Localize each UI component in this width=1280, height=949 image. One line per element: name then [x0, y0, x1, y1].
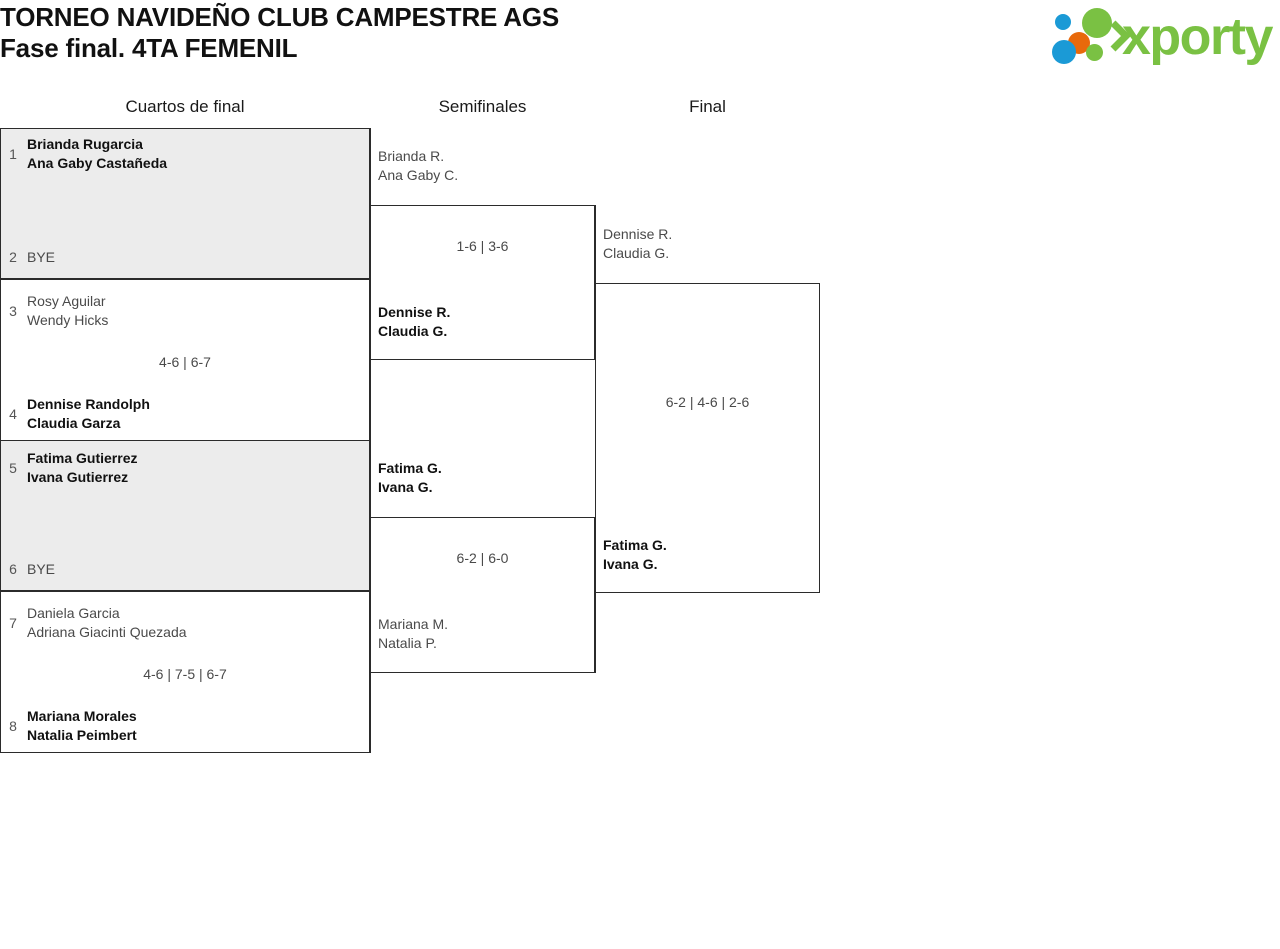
match-qf-4[interactable]: 7 Daniela Garcia Adriana Giacinti Quezad…	[0, 591, 370, 753]
player-name-2: Natalia Peimbert	[27, 727, 137, 743]
logo-dot-green-large	[1082, 8, 1112, 38]
match-qf-2[interactable]: 3 Rosy Aguilar Wendy Hicks 4-6 | 6-7 4 D…	[0, 279, 370, 441]
player-name-2: Ana Gaby Castañeda	[27, 155, 168, 171]
player-name-1: Fatima G.	[603, 537, 667, 553]
match-final-slot-top[interactable]: Dennise R. Claudia G.	[601, 226, 820, 262]
match-slot-bottom[interactable]: 6 BYE	[1, 560, 369, 578]
team-names: Dennise R. Claudia G.	[376, 303, 595, 341]
team-names: Fatima G. Ivana G.	[601, 536, 820, 574]
player-name-1: Rosy Aguilar	[27, 293, 106, 309]
seed-number: 2	[9, 249, 17, 265]
player-name-2: Ana Gaby C.	[378, 167, 459, 183]
match-score: 1-6 | 3-6	[456, 238, 509, 254]
page-title-line-2: Fase final. 4TA FEMENIL	[0, 33, 298, 63]
title-block: TORNEO NAVIDEÑO CLUB CAMPESTRE AGS Fase …	[0, 2, 900, 64]
match-sf-1-slot-top[interactable]: Brianda R. Ana Gaby C.	[376, 148, 595, 184]
player-name-1: Daniela Garcia	[27, 605, 120, 621]
match-slot-bottom[interactable]: 2 BYE	[1, 248, 369, 266]
player-name-1: Mariana M.	[378, 616, 449, 632]
player-name-2: Claudia G.	[603, 245, 670, 261]
team-names: Brianda R. Ana Gaby C.	[376, 147, 595, 185]
round-header-quarterfinals: Cuartos de final	[125, 97, 245, 116]
player-name-2: Claudia Garza	[27, 415, 121, 431]
player-name-1: Brianda Rugarcia	[27, 136, 143, 152]
team-names: BYE	[25, 248, 369, 267]
logo-dot-green-small	[1086, 44, 1103, 61]
match-final[interactable]: 6-2 | 4-6 | 2-6	[595, 283, 820, 593]
match-qf-3[interactable]: 5 Fatima Gutierrez Ivana Gutierrez 6 BYE	[0, 440, 370, 591]
seed-number: 8	[9, 718, 17, 734]
player-name-2: Ivana G.	[603, 556, 658, 572]
seed-number: 1	[9, 146, 17, 162]
match-slot-top[interactable]: 3 Rosy Aguilar Wendy Hicks	[1, 293, 369, 329]
logo-dot-blue-large	[1052, 40, 1076, 64]
player-name-2: Claudia G.	[378, 323, 448, 339]
match-slot-bottom[interactable]: 8 Mariana Morales Natalia Peimbert	[1, 708, 369, 744]
match-slot-top[interactable]: 7 Daniela Garcia Adriana Giacinti Quezad…	[1, 605, 369, 641]
player-name-1: Dennise Randolph	[27, 396, 150, 412]
match-slot-top[interactable]: 5 Fatima Gutierrez Ivana Gutierrez	[1, 450, 369, 486]
team-names: Rosy Aguilar Wendy Hicks	[25, 292, 369, 330]
player-name-2: Adriana Giacinti Quezada	[27, 624, 187, 640]
match-score: 6-2 | 6-0	[456, 550, 509, 566]
player-name-1: Dennise R.	[603, 226, 673, 242]
seed-number: 3	[9, 303, 17, 319]
page-title-line-1: TORNEO NAVIDEÑO CLUB CAMPESTRE AGS	[0, 2, 559, 32]
player-name-2: Wendy Hicks	[27, 312, 109, 328]
player-name-1: Dennise R.	[378, 304, 451, 320]
match-score: 4-6 | 6-7	[159, 354, 211, 370]
team-names: Brianda Rugarcia Ana Gaby Castañeda	[25, 135, 369, 173]
team-names: Mariana M. Natalia P.	[376, 615, 595, 653]
player-name-1: BYE	[27, 560, 56, 577]
round-header-semifinals: Semifinales	[438, 97, 527, 116]
match-slot-top[interactable]: 1 Brianda Rugarcia Ana Gaby Castañeda	[1, 136, 369, 172]
team-names: Dennise R. Claudia G.	[601, 225, 820, 263]
team-names: Fatima Gutierrez Ivana Gutierrez	[25, 449, 369, 487]
team-names: Fatima G. Ivana G.	[376, 459, 595, 497]
player-name-1: Mariana Morales	[27, 708, 137, 724]
page-header: TORNEO NAVIDEÑO CLUB CAMPESTRE AGS Fase …	[0, 0, 1280, 80]
match-final-slot-bottom[interactable]: Fatima G. Ivana G.	[601, 537, 820, 573]
seed-number: 7	[9, 615, 17, 631]
player-name-2: Ivana G.	[378, 479, 433, 495]
logo-wordmark: xporty	[1122, 8, 1273, 66]
match-qf-1[interactable]: 1 Brianda Rugarcia Ana Gaby Castañeda 2 …	[0, 128, 370, 279]
xporty-logo[interactable]: xporty	[1052, 6, 1276, 66]
team-names: BYE	[25, 560, 369, 579]
seed-number: 5	[9, 460, 17, 476]
connector-qf3-qf4-spine	[370, 440, 371, 753]
logo-dot-blue-small	[1055, 14, 1071, 30]
match-sf-2-slot-bottom[interactable]: Mariana M. Natalia P.	[376, 616, 595, 652]
round-header-final: Final	[689, 97, 726, 116]
chevron-right-icon	[1110, 20, 1131, 52]
seed-number: 6	[9, 561, 17, 577]
match-score: 4-6 | 7-5 | 6-7	[143, 666, 227, 682]
player-name-1: Brianda R.	[378, 148, 445, 164]
player-name-2: Natalia P.	[378, 635, 437, 651]
match-sf-2-slot-top[interactable]: Fatima G. Ivana G.	[376, 460, 595, 496]
match-sf-1-slot-bottom[interactable]: Dennise R. Claudia G.	[376, 304, 595, 340]
seed-number: 4	[9, 406, 17, 422]
match-slot-bottom[interactable]: 4 Dennise Randolph Claudia Garza	[1, 396, 369, 432]
connector-sf2-spine	[595, 517, 596, 673]
team-names: Daniela Garcia Adriana Giacinti Quezada	[25, 604, 369, 642]
connector-qf1-qf2-spine	[370, 128, 371, 441]
player-name-1: BYE	[27, 248, 56, 265]
connector-sf1-spine	[595, 205, 596, 360]
player-name-1: Fatima Gutierrez	[27, 450, 138, 466]
team-names: Dennise Randolph Claudia Garza	[25, 395, 369, 433]
player-name-1: Fatima G.	[378, 460, 442, 476]
logo-dots-icon	[1052, 6, 1120, 66]
team-names: Mariana Morales Natalia Peimbert	[25, 707, 369, 745]
player-name-2: Ivana Gutierrez	[27, 469, 129, 485]
match-score: 6-2 | 4-6 | 2-6	[665, 394, 750, 410]
